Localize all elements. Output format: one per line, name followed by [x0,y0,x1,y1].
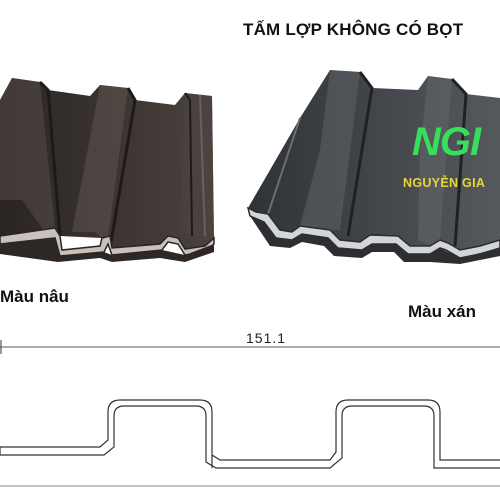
brown-color-caption: Màu nâu [0,287,69,306]
watermark-tagline: NGUYỄN GIA [403,176,486,190]
dimension-label: 151.1 [246,330,287,346]
grey-roof-panel [246,70,500,264]
profile-drawing [0,340,500,487]
page-heading: TẤM LỢP KHÔNG CÓ BỌT [243,20,464,39]
grey-color-caption: Màu xán [408,302,477,321]
brown-roof-panel [0,78,215,262]
watermark-logo: NGI [412,120,481,164]
